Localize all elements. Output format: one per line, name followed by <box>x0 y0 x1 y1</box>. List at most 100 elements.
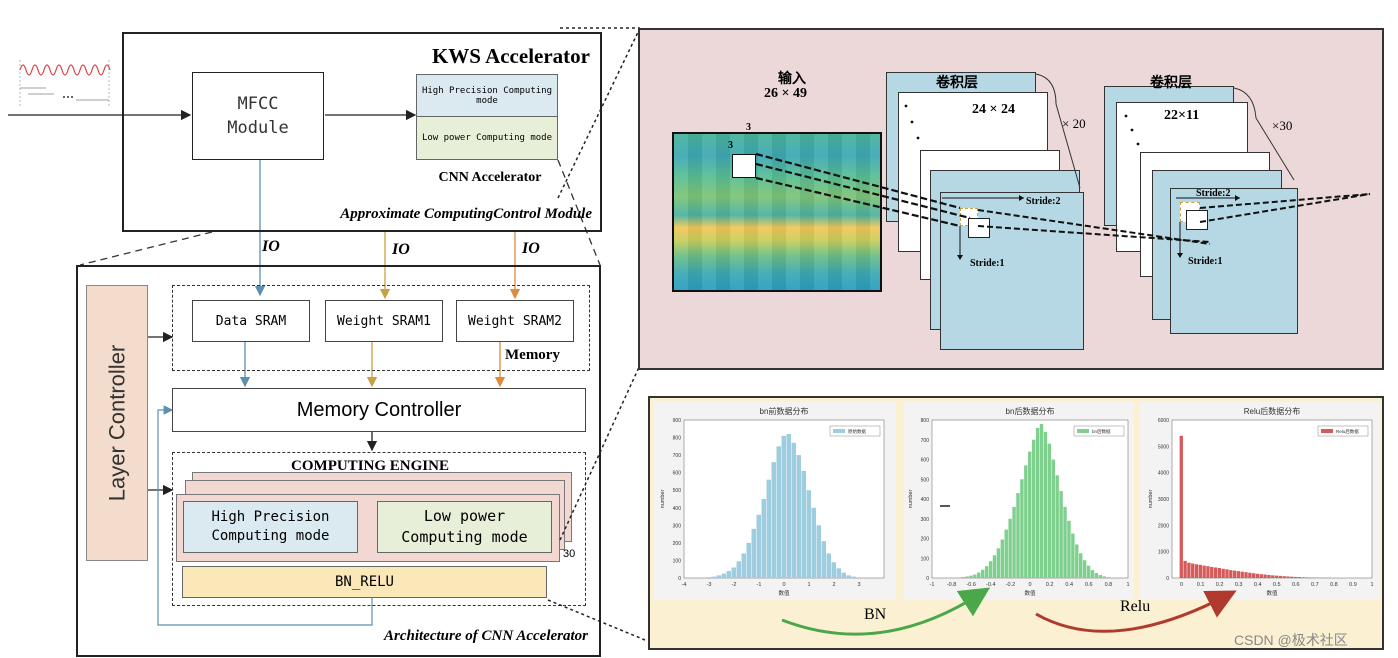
hist-bar <box>1067 520 1071 578</box>
hist-bar <box>1274 575 1279 578</box>
y-tick-label: 100 <box>921 556 930 562</box>
x-tick-label: -0.6 <box>966 582 975 588</box>
conv1-dims: 24 × 24 <box>972 102 1015 117</box>
bn-arrow-label: BN <box>864 606 887 623</box>
hist-ylabel: number <box>660 490 666 509</box>
input-dims: 26 × 49 <box>764 86 807 101</box>
x-tick-label: -3 <box>707 582 712 588</box>
hist-bar <box>1035 427 1040 578</box>
x-tick-label: 0 <box>1180 582 1183 588</box>
hist-bar <box>826 553 831 578</box>
hist-bar <box>1000 539 1005 578</box>
io-label-2: IO <box>392 241 410 258</box>
architecture-caption: Architecture of CNN Accelerator <box>383 628 588 644</box>
y-tick-label: 6000 <box>1158 418 1169 424</box>
x-tick-label: -0.8 <box>947 582 956 588</box>
hist-bar <box>721 573 726 578</box>
x-tick-label: 0.4 <box>1065 582 1073 588</box>
kws-title: KWS Accelerator <box>431 44 590 68</box>
hist-bar <box>1183 560 1187 578</box>
hist-bar <box>741 553 746 578</box>
conv1-repeat: × 20 <box>1062 116 1086 131</box>
hist-axes-3 <box>1171 419 1373 579</box>
hist-bar <box>1263 574 1267 578</box>
weight-sram1: Weight SRAM1 <box>325 300 443 342</box>
hist-bar <box>816 525 821 578</box>
hist-ylabel: number <box>908 490 914 509</box>
hist-bar <box>1221 568 1225 578</box>
hist-title: Relu后数据分布 <box>1244 406 1300 416</box>
io-label-3: IO <box>522 240 540 257</box>
hist-bar <box>836 568 841 578</box>
hist-bar <box>796 455 801 578</box>
hist-bar <box>806 490 811 578</box>
y-tick-label: 0 <box>926 576 929 582</box>
cnn-layers-panel: 输入 26 × 49 3 3 卷积层 24 × 24 × 20 Stride:2… <box>638 28 1384 370</box>
hist-bar <box>957 577 961 578</box>
hist-bar <box>1028 451 1032 578</box>
x-tick-label: -1 <box>757 582 762 588</box>
conv2-window-b <box>1186 210 1208 230</box>
y-tick-label: 200 <box>673 541 682 547</box>
x-tick-label: 0.6 <box>1085 582 1093 588</box>
hist-bar <box>1051 459 1055 578</box>
zoom-dotted-lines <box>547 27 646 641</box>
hist-bar <box>1063 506 1067 578</box>
x-tick-label: 0.3 <box>1235 582 1243 588</box>
conv2-dims: 22×11 <box>1164 108 1200 123</box>
hist-bar <box>1229 570 1233 578</box>
y-tick-label: 2000 <box>1158 523 1169 529</box>
cnn-hp-mode: High Precision Computing mode <box>417 75 557 117</box>
conv2-title: 卷积层 <box>1150 76 1192 91</box>
hist-bar <box>1248 572 1252 578</box>
hist-bar <box>1244 572 1248 578</box>
hist-bar <box>1252 573 1256 578</box>
y-tick-label: 600 <box>673 471 682 477</box>
x-tick-label: 1 <box>1370 582 1373 588</box>
y-tick-label: 0 <box>1166 576 1169 582</box>
x-tick-label: 0.7 <box>1311 582 1319 588</box>
kernel-top-label: 3 <box>746 122 751 133</box>
hist-bar <box>1286 576 1290 578</box>
layer-controller: Layer Controller <box>86 285 148 561</box>
hist-bar <box>736 561 741 578</box>
x-tick-label: 0.6 <box>1292 582 1300 588</box>
x-tick-label: 0.8 <box>1330 582 1338 588</box>
mfcc-module: MFCC Module <box>192 72 324 160</box>
stride1-label-b: Stride:1 <box>1188 256 1223 267</box>
hist-bar <box>1090 570 1095 578</box>
memory-group <box>172 285 590 371</box>
hist-bar <box>1217 567 1222 578</box>
hist-bar <box>811 507 816 578</box>
hist-bar <box>1210 566 1214 578</box>
lp-mode-box: Low power Computing mode <box>377 501 552 553</box>
legend-label: Relu后数据 <box>1336 428 1359 435</box>
hist-bar <box>831 562 836 578</box>
legend-swatch <box>1321 429 1333 433</box>
hist-bar <box>1240 571 1244 578</box>
hist-bar <box>973 574 977 578</box>
computing-engine-label: COMPUTING ENGINE <box>291 458 449 474</box>
legend-label: bn后数据 <box>1092 428 1111 435</box>
x-tick-label: -0.2 <box>1006 582 1015 588</box>
hist-xlabel: 数值 <box>1266 589 1278 597</box>
hist-bar <box>1213 567 1218 578</box>
hist-legend <box>1073 425 1125 437</box>
stride1-label-a: Stride:1 <box>970 258 1005 269</box>
hist-bar <box>776 446 781 578</box>
hist-bar <box>1079 553 1083 578</box>
hist-bar <box>1198 564 1202 578</box>
hist-bar <box>1297 577 1302 578</box>
hist-bar <box>1191 563 1195 578</box>
y-tick-label: 300 <box>673 523 682 529</box>
hist-bar <box>1055 475 1059 578</box>
hist-bar <box>851 576 856 578</box>
x-tick-label: 0.2 <box>1216 582 1224 588</box>
kernel-window <box>732 154 756 178</box>
hist-bar <box>1225 569 1229 578</box>
hist-bar <box>1008 518 1012 578</box>
hist-bar <box>1293 576 1298 578</box>
hist-bar <box>969 575 973 578</box>
hist-bar <box>1232 570 1237 578</box>
